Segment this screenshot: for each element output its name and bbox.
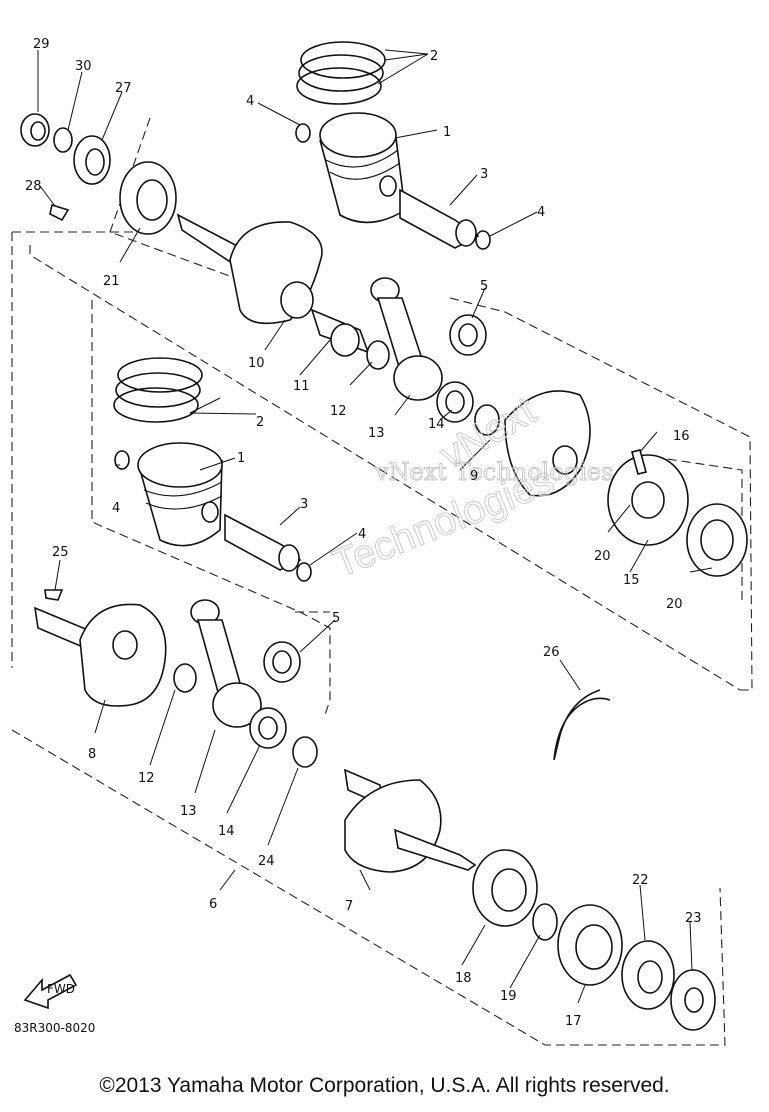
callout-c5a: 5	[480, 279, 488, 294]
pin-16	[631, 449, 647, 475]
callout-c4a: 4	[246, 94, 254, 109]
piston-rings-upper	[296, 41, 386, 105]
bearing-14-upper	[436, 381, 474, 423]
callout-c13b: 13	[180, 804, 197, 819]
bearing-14-lower	[249, 707, 287, 749]
washer-24	[292, 736, 318, 768]
wrist-pin-upper	[399, 188, 480, 249]
callout-c22: 22	[632, 873, 649, 888]
clip-26	[553, 689, 611, 761]
crank-half-8	[33, 603, 167, 707]
callout-c4d: 4	[358, 527, 366, 542]
watermark-text-1: vNext Technologies	[374, 458, 613, 486]
fwd-label: FWD	[47, 982, 75, 996]
callout-c1a: 1	[443, 125, 451, 140]
conrod-upper	[370, 277, 443, 401]
callout-c20a: 20	[594, 549, 611, 564]
callout-c2b: 2	[256, 415, 264, 430]
wrist-pin-lower	[224, 513, 302, 572]
callout-c14a: 14	[428, 417, 445, 432]
bearing-21	[119, 161, 177, 235]
callout-c30: 30	[75, 59, 92, 74]
key-25	[44, 589, 64, 601]
bearing-20-right	[686, 503, 748, 577]
oil-seal-22	[621, 940, 675, 1010]
callout-c2a: 2	[430, 49, 438, 64]
thrust-washer-12-lower	[173, 663, 197, 693]
bearing-5-lower	[263, 641, 301, 683]
callout-c4b: 4	[537, 205, 545, 220]
callout-c19: 19	[500, 989, 517, 1004]
clip-lower-right	[296, 562, 312, 582]
callout-c16: 16	[673, 429, 690, 444]
callout-c24: 24	[258, 854, 275, 869]
callout-c10: 10	[248, 356, 265, 371]
crank-half-9	[504, 390, 591, 497]
crank-pin-11	[310, 308, 370, 357]
part-15	[607, 454, 689, 546]
callout-c9: 9	[470, 469, 478, 484]
washer-upper-mid	[474, 404, 500, 436]
crank-half-7	[343, 768, 477, 873]
callout-c8: 8	[88, 747, 96, 762]
callout-c29: 29	[33, 37, 50, 52]
conrod-lower	[190, 599, 262, 728]
callout-c20b: 20	[666, 597, 683, 612]
callout-c25: 25	[52, 545, 69, 560]
callout-c28: 28	[25, 179, 42, 194]
callout-c1b: 1	[237, 451, 245, 466]
callout-c27: 27	[115, 81, 132, 96]
bearing-18	[472, 849, 538, 927]
callout-c26: 26	[543, 645, 560, 660]
callout-c5b: 5	[332, 611, 340, 626]
callout-c17: 17	[565, 1014, 582, 1029]
assembly-outline-cylinder2	[91, 300, 331, 716]
clip-upper-left	[295, 123, 311, 143]
assembly-outline-lower	[11, 729, 726, 1046]
callout-c15: 15	[623, 573, 640, 588]
piston-rings-lower	[113, 357, 203, 423]
callout-c11: 11	[293, 379, 310, 394]
leader-lines	[37, 49, 713, 1004]
callout-c7: 7	[345, 899, 353, 914]
callout-c12b: 12	[138, 771, 155, 786]
washer-30	[53, 127, 73, 153]
sprocket-23	[670, 969, 716, 1031]
callout-c4c: 4	[112, 501, 120, 516]
callout-c14b: 14	[218, 824, 235, 839]
callout-c13a: 13	[368, 426, 385, 441]
crank-half-10	[176, 213, 323, 325]
callout-c23: 23	[685, 911, 702, 926]
callout-c21: 21	[103, 274, 120, 289]
callout-c3a: 3	[480, 167, 488, 182]
key-28	[49, 203, 70, 222]
part-code: 83R300-8020	[14, 1021, 95, 1035]
callout-c6: 6	[209, 897, 217, 912]
copyright-notice: ©2013 Yamaha Motor Corporation, U.S.A. A…	[99, 1074, 670, 1097]
bearing-5-upper	[449, 314, 487, 356]
piston-lower	[137, 442, 223, 547]
fwd-arrow-icon: FWD	[23, 973, 78, 1010]
clip-upper-right	[475, 230, 491, 250]
callout-c3b: 3	[300, 497, 308, 512]
bearing-17	[557, 904, 623, 986]
thrust-washer-12-upper	[366, 340, 390, 370]
clip-lower-left	[114, 450, 130, 470]
callout-c12a: 12	[330, 404, 347, 419]
callout-c18: 18	[455, 971, 472, 986]
washer-19	[532, 903, 558, 941]
assembly-outline-crank	[11, 231, 741, 691]
oil-seal-27	[73, 135, 111, 185]
piston-upper	[319, 112, 406, 224]
nut-29	[20, 113, 50, 147]
